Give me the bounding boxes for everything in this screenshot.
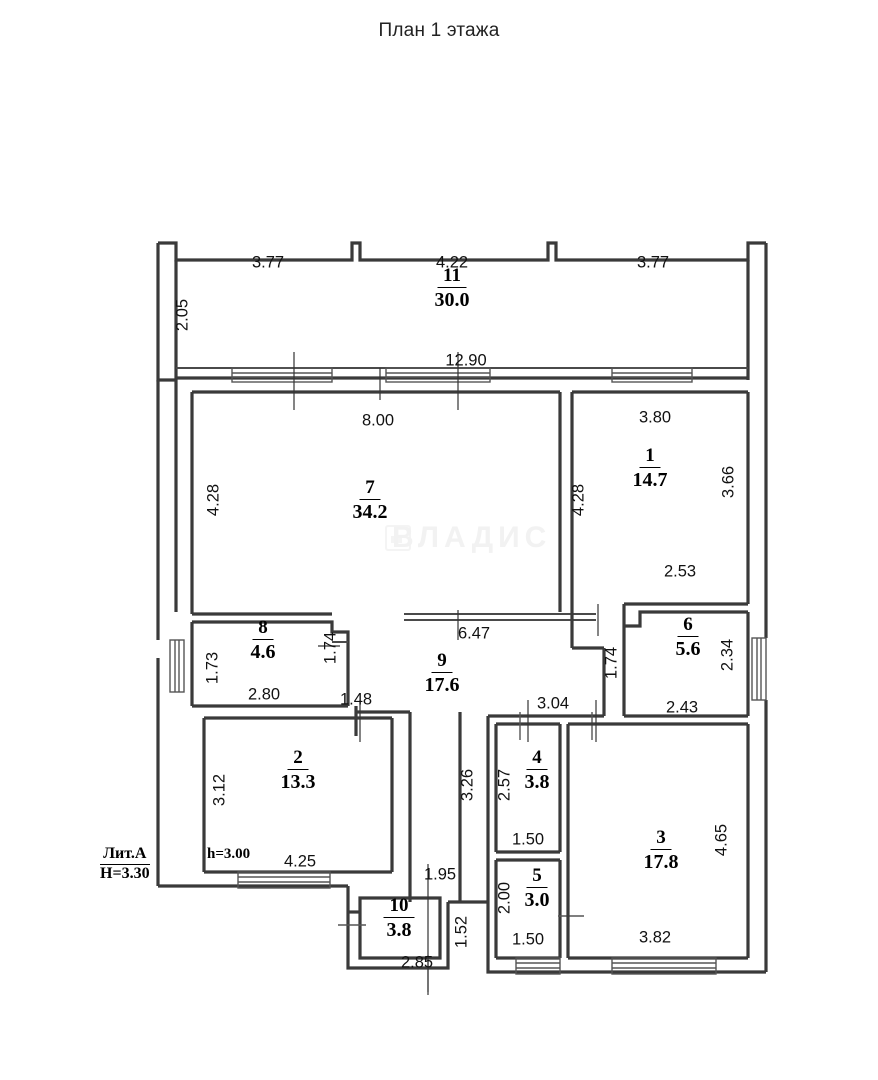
room-number: 5 bbox=[526, 866, 548, 888]
room-number: 1 bbox=[639, 446, 661, 468]
room-1-walls bbox=[570, 390, 750, 650]
room-9-walls bbox=[354, 648, 606, 902]
dimension-label: 2.34 bbox=[718, 638, 737, 672]
ceiling-height-note: h=3.00 bbox=[207, 846, 251, 862]
watermark-logo-icon bbox=[385, 525, 411, 551]
room-area: 13.3 bbox=[280, 771, 316, 793]
dimension-label: 1.50 bbox=[511, 830, 545, 849]
dimension-label: 1.74 bbox=[321, 631, 340, 665]
dimension-label: 12.90 bbox=[445, 351, 487, 370]
room-number: 6 bbox=[677, 615, 699, 637]
room-area: 14.7 bbox=[632, 469, 668, 491]
dimension-label: 4.65 bbox=[712, 823, 731, 857]
room-area: 17.6 bbox=[424, 674, 460, 696]
room-number: 4 bbox=[526, 748, 548, 770]
dimension-label: 3.66 bbox=[719, 465, 738, 499]
dimension-label: 3.80 bbox=[638, 408, 672, 427]
room-area: 3.8 bbox=[524, 771, 550, 793]
dimension-label: 3.77 bbox=[636, 253, 670, 272]
room-area: 30.0 bbox=[434, 289, 470, 311]
dimension-label: 2.53 bbox=[663, 562, 697, 581]
dimension-label: 8.00 bbox=[361, 411, 395, 430]
dimension-label: 3.12 bbox=[210, 773, 229, 807]
room-2-walls bbox=[202, 716, 394, 874]
dimension-label: 1.95 bbox=[423, 865, 457, 884]
room-area: 5.6 bbox=[675, 638, 701, 660]
room-area: 4.6 bbox=[250, 641, 276, 663]
watermark-text: ВЛАДИС bbox=[392, 521, 552, 554]
dimension-label: 1.48 bbox=[339, 690, 373, 709]
dimension-label: 4.28 bbox=[569, 483, 588, 517]
room-area: 17.8 bbox=[643, 851, 679, 873]
room-7-walls bbox=[190, 390, 596, 621]
dimension-label: 2.57 bbox=[495, 768, 514, 802]
dimension-label: 4.28 bbox=[204, 483, 223, 517]
window-symbol-left bbox=[169, 639, 185, 693]
dimension-label: 4.22 bbox=[435, 253, 469, 272]
window-symbol-right bbox=[751, 637, 767, 701]
room-number: 9 bbox=[431, 651, 453, 673]
dimension-label: 3.04 bbox=[536, 694, 570, 713]
dimension-label: 3.82 bbox=[638, 928, 672, 947]
dimension-label: 1.74 bbox=[602, 646, 621, 680]
room-area: 3.8 bbox=[386, 919, 412, 941]
room-8-walls bbox=[190, 620, 350, 708]
dimension-label: 4.25 bbox=[283, 852, 317, 871]
window-symbols-top bbox=[231, 367, 693, 383]
window-symbol-room-2 bbox=[237, 871, 331, 889]
room-6-walls bbox=[622, 610, 750, 718]
dimension-label: 2.85 bbox=[400, 953, 434, 972]
literal-code: Лит.А bbox=[100, 845, 150, 865]
room-number: 8 bbox=[252, 618, 274, 640]
page-title: План 1 этажа bbox=[378, 20, 500, 41]
dimension-label: 2.05 bbox=[173, 298, 192, 332]
room-10-walls bbox=[338, 896, 442, 960]
outer-walls bbox=[156, 241, 768, 974]
room-number: 3 bbox=[650, 828, 672, 850]
room-area: 34.2 bbox=[352, 501, 388, 523]
building-height: H=3.30 bbox=[100, 864, 150, 882]
dimension-label: 1.50 bbox=[511, 930, 545, 949]
room-area: 3.0 bbox=[524, 889, 550, 911]
window-symbol-room-3 bbox=[611, 957, 717, 975]
dimension-label: 2.43 bbox=[665, 698, 699, 717]
dimension-label: 3.77 bbox=[251, 253, 285, 272]
dimension-ticks bbox=[293, 352, 599, 995]
room-number: 10 bbox=[383, 896, 415, 918]
dimension-label: 1.52 bbox=[452, 915, 471, 949]
room-number: 11 bbox=[437, 266, 467, 288]
dimension-label: 2.80 bbox=[247, 685, 281, 704]
dimension-label: 2.00 bbox=[495, 881, 514, 915]
literal-designation: Лит.А H=3.30 bbox=[100, 845, 150, 883]
room-number: 7 bbox=[359, 478, 381, 500]
room-number: 2 bbox=[287, 748, 309, 770]
dimension-label: 1.73 bbox=[203, 651, 222, 685]
dimension-label: 6.47 bbox=[457, 624, 491, 643]
window-symbol-room-5 bbox=[515, 957, 561, 975]
dimension-label: 3.26 bbox=[458, 768, 477, 802]
